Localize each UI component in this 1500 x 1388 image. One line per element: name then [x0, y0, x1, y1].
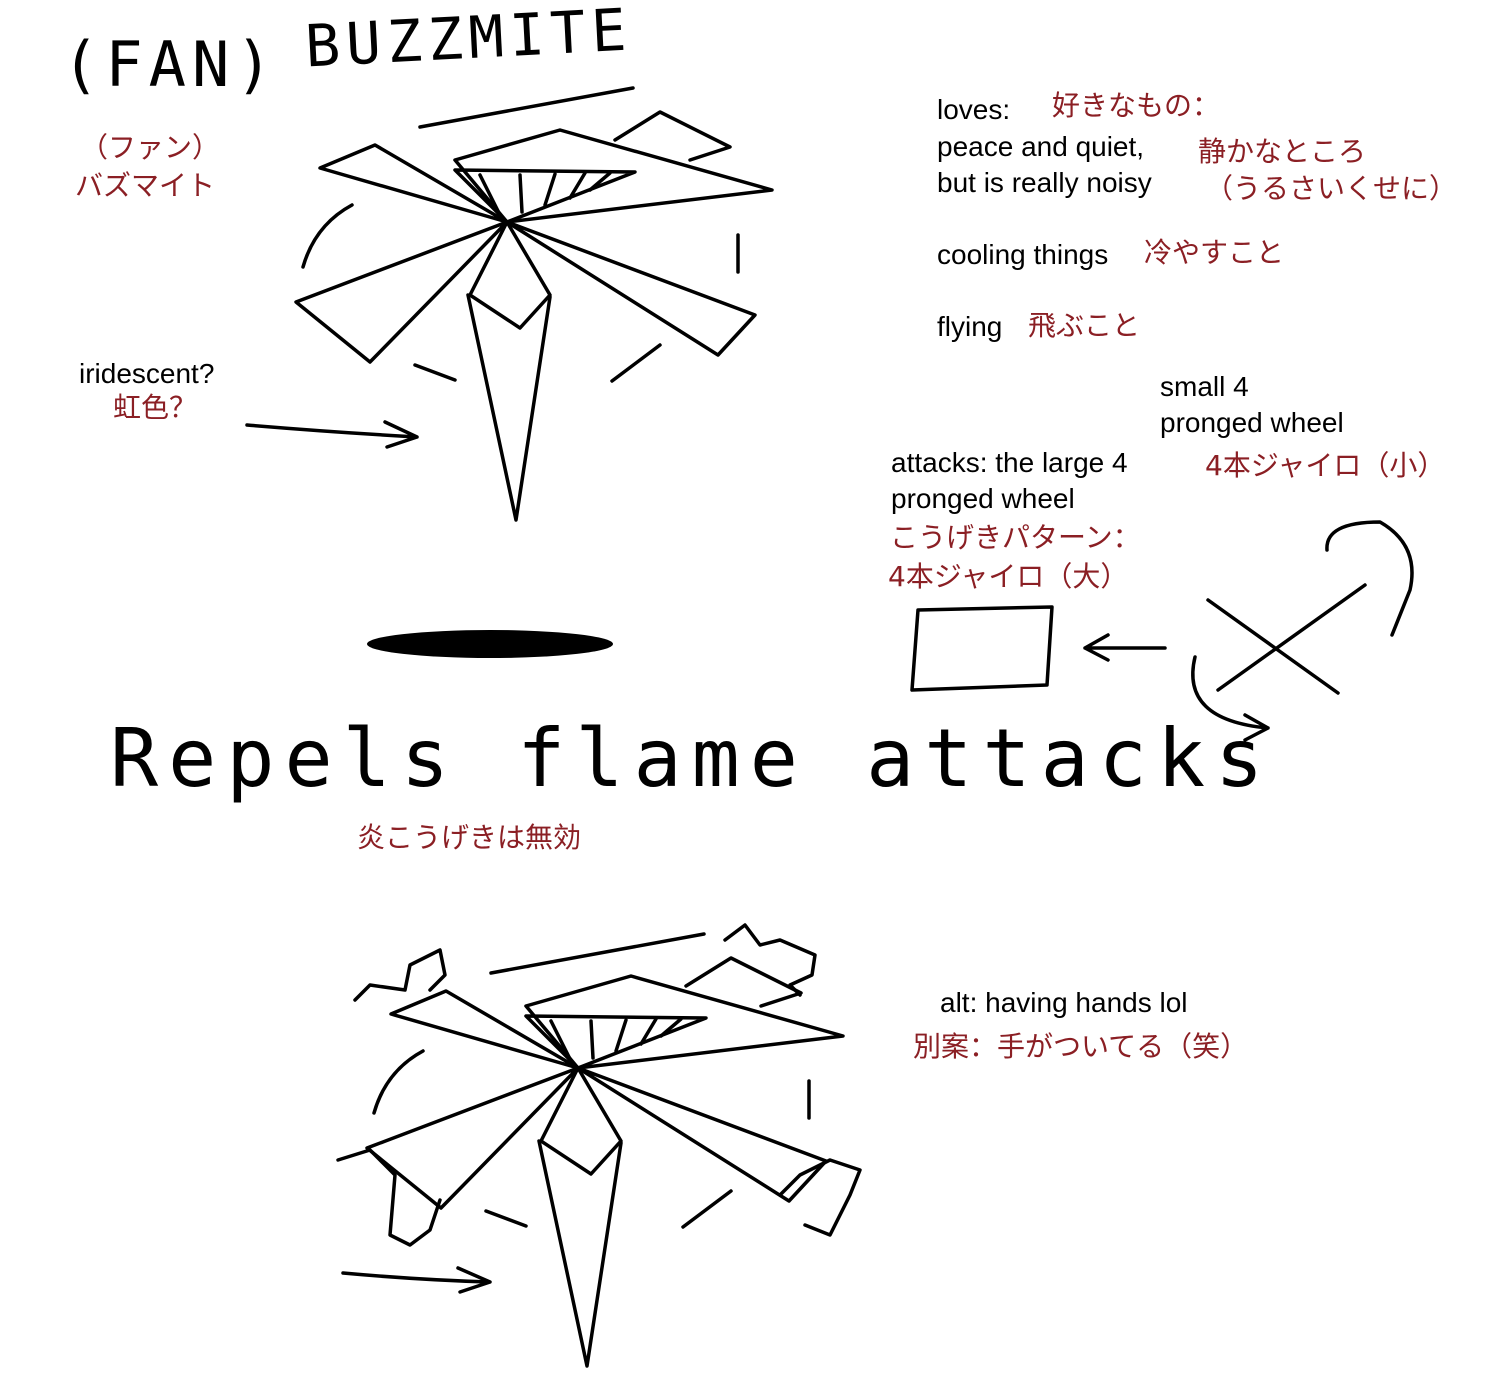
repels-label: Repels flame attacks	[110, 712, 1274, 805]
large-wheel-box	[910, 605, 1054, 692]
loves-item3-jp: 飛ぶこと	[1028, 309, 1141, 342]
alt-label: alt: having hands lol	[940, 987, 1188, 1018]
shadow	[367, 630, 613, 658]
small-wheel-label-a: small 4	[1160, 371, 1249, 402]
iridescent-label-jp: 虹色？	[113, 391, 198, 424]
loves-label: loves:	[937, 94, 1011, 125]
loves-item1-jp-b: （うるさいくせに）	[1205, 172, 1458, 205]
attacks-label-jp-a: こうげきパターン：	[890, 521, 1141, 554]
loves-item1-a: peace and quiet,	[937, 131, 1145, 162]
fan-creature-main	[294, 86, 774, 522]
alt-label-jp: 別案：手がついてる（笑）	[913, 1030, 1249, 1063]
loves-item2: cooling things	[937, 239, 1109, 270]
loves-item3: flying	[937, 311, 1003, 342]
loves-item1-jp-a: 静かなところ	[1198, 135, 1367, 168]
small-wheel-x	[1191, 520, 1414, 742]
loves-item1-b: but is really noisy	[937, 167, 1152, 198]
attacks-label-jp-b: 4本ジャイロ（大）	[888, 560, 1129, 593]
arrow-right-icon	[245, 420, 419, 449]
fan-creature-alt	[336, 923, 862, 1368]
title-prefix-jp: （ファン）	[80, 131, 221, 164]
attacks-label-a: attacks: the large 4	[891, 447, 1128, 478]
attacks-label-b: pronged wheel	[891, 483, 1075, 514]
title-prefix: (FAN)	[62, 28, 279, 101]
small-wheel-label-b: pronged wheel	[1160, 407, 1344, 438]
title-name-jp: バズマイト	[75, 169, 216, 202]
loves-item2-jp: 冷やすこと	[1144, 236, 1285, 269]
repels-label-jp: 炎こうげきは無効	[357, 821, 582, 854]
small-wheel-label-jp: 4本ジャイロ（小）	[1205, 449, 1446, 482]
iridescent-label: iridescent?	[79, 358, 215, 389]
loves-label-jp: 好きなもの：	[1052, 89, 1221, 122]
arrow-left-icon	[1083, 633, 1167, 662]
